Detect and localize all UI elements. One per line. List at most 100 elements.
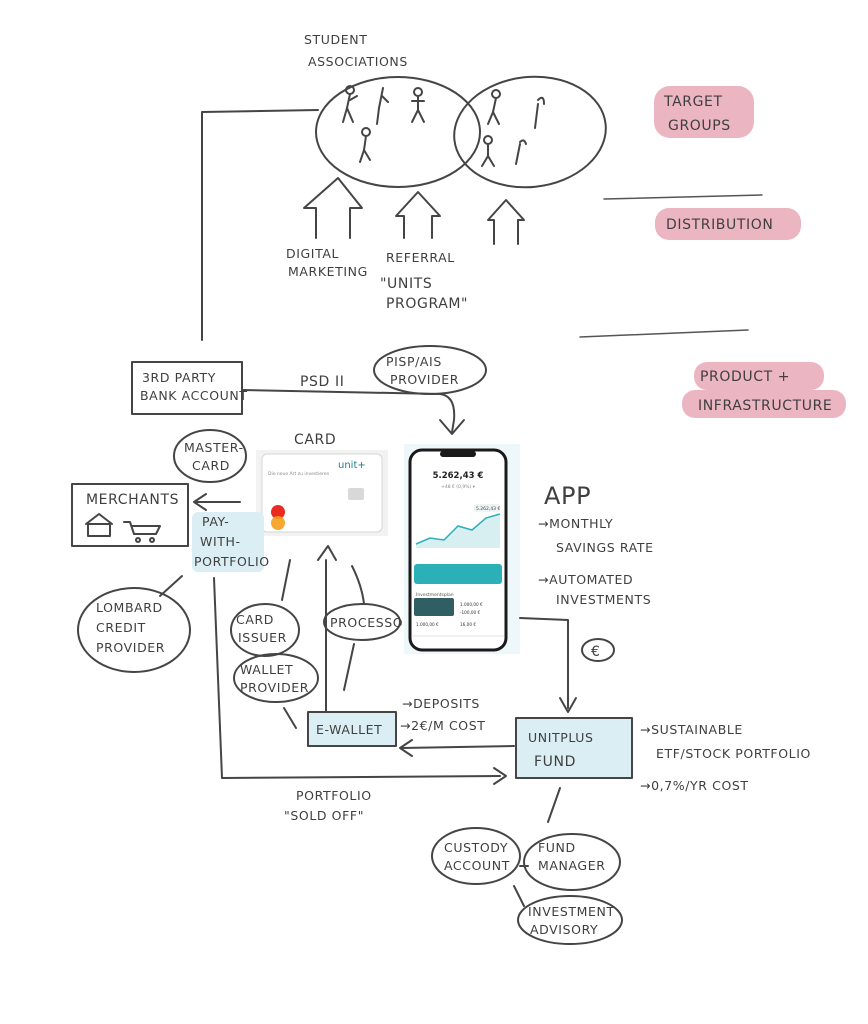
app-balance: 5.262,43 € bbox=[433, 471, 484, 481]
mastercard-node: MASTER- CARD bbox=[173, 429, 247, 483]
card-title: CARD bbox=[294, 432, 336, 448]
channel-referral-line2: "UNITS bbox=[380, 276, 432, 292]
lombard-line3: PROVIDER bbox=[96, 640, 165, 655]
connector-wallet-to-ewallet bbox=[283, 707, 297, 729]
app-note1: →MONTHLY bbox=[538, 516, 613, 531]
pisp-node: PISP/AIS PROVIDER bbox=[373, 345, 487, 395]
advisory-line2: ADVISORY bbox=[530, 922, 598, 937]
target-circle-right bbox=[453, 75, 607, 189]
app-tile-image bbox=[414, 598, 454, 616]
fund-node: UNITPLUS FUND bbox=[515, 717, 633, 779]
app-row4: 16,00 € bbox=[460, 622, 476, 627]
card-chip bbox=[348, 488, 364, 500]
pay-line2: WITH- bbox=[200, 534, 241, 549]
section-product-line1: PRODUCT + bbox=[700, 369, 790, 385]
euro-badge: € bbox=[581, 638, 615, 662]
sold-line1: PORTFOLIO bbox=[296, 788, 372, 803]
connector-processor-top bbox=[351, 565, 365, 605]
bank-line2: BANK ACCOUNT bbox=[140, 388, 248, 403]
euro-symbol: € bbox=[591, 644, 601, 660]
connector-bank-to-target bbox=[201, 109, 319, 341]
mastercard-line2: CARD bbox=[192, 458, 230, 473]
merchants-node: MERCHANTS bbox=[71, 483, 189, 547]
connector-fund-to-ewallet bbox=[401, 745, 515, 749]
processor-node: PROCESSOR bbox=[323, 603, 412, 641]
app-row2: -100,00 € bbox=[460, 610, 480, 615]
custody-node: CUSTODY ACCOUNT bbox=[431, 827, 521, 885]
app-promo-banner bbox=[414, 564, 502, 584]
card-image: unit+ Die neue Art zu investieren bbox=[256, 450, 388, 536]
pay-line1: PAY- bbox=[202, 514, 229, 529]
mastercard-line1: MASTER- bbox=[184, 440, 244, 455]
bank-account-node: 3RD PARTY BANK ACCOUNT bbox=[131, 361, 248, 415]
section-distribution-label: DISTRIBUTION bbox=[666, 217, 773, 233]
section-product-line2: INFRASTRUCTURE bbox=[698, 398, 832, 414]
manager-line1: FUND bbox=[538, 840, 576, 855]
manager-line2: MANAGER bbox=[538, 858, 606, 873]
target-label-line2: ASSOCIATIONS bbox=[308, 54, 408, 69]
card-issuer-line2: ISSUER bbox=[238, 630, 287, 645]
fund-line2: FUND bbox=[534, 754, 576, 770]
app-note2: SAVINGS RATE bbox=[556, 540, 654, 555]
app-title: APP bbox=[544, 482, 591, 510]
divider-1 bbox=[603, 194, 763, 200]
divider-2 bbox=[579, 329, 749, 338]
pay-line3: PORTFOLIO bbox=[194, 554, 270, 569]
wallet-provider-node: WALLET PROVIDER bbox=[233, 653, 319, 703]
connector-processor-bottom bbox=[343, 643, 355, 691]
target-label-line1: STUDENT bbox=[304, 32, 367, 47]
lombard-line2: CREDIT bbox=[96, 620, 146, 635]
advisory-line1: INVESTMENT bbox=[528, 904, 615, 919]
app-sub-balance: +48 € (0,9%) ▾ bbox=[441, 484, 476, 490]
ewallet-cost: →2€/M COST bbox=[400, 718, 486, 733]
distribution-labels: DIGITAL MARKETING REFERRAL "UNITS PROGRA… bbox=[286, 246, 468, 312]
fund-manager-node: FUND MANAGER bbox=[523, 833, 621, 891]
section-target-groups: TARGET GROUPS bbox=[654, 86, 754, 138]
custody-line1: CUSTODY bbox=[444, 840, 508, 855]
bank-line1: 3RD PARTY bbox=[142, 370, 216, 385]
app-row3: 1.000,00 € bbox=[416, 622, 439, 627]
lombard-line1: LOMBARD bbox=[96, 600, 163, 615]
pisp-line2: PROVIDER bbox=[390, 372, 459, 387]
channel-digital-line2: MARKETING bbox=[288, 264, 368, 279]
arrowhead-left-ewallet bbox=[399, 739, 413, 757]
card-tagline: Die neue Art zu investieren bbox=[268, 471, 330, 477]
section-target-groups-line2: GROUPS bbox=[668, 118, 731, 134]
card-issuer-line1: CARD bbox=[236, 612, 274, 627]
connector-lombard bbox=[159, 575, 183, 597]
channel-referral-line1: REFERRAL bbox=[386, 250, 455, 265]
lombard-node: LOMBARD CREDIT PROVIDER bbox=[77, 587, 191, 673]
wallet-provider-line2: PROVIDER bbox=[240, 680, 309, 695]
shop-icon bbox=[85, 513, 113, 537]
arrowhead-down-fund bbox=[559, 697, 577, 713]
arrowhead-up-card bbox=[317, 545, 337, 561]
arrowhead-left-merchants bbox=[193, 493, 207, 511]
connector-card-issuer bbox=[281, 559, 291, 601]
mastercard-logo-red bbox=[271, 505, 285, 519]
section-distribution: DISTRIBUTION bbox=[655, 208, 801, 240]
app-note4: INVESTMENTS bbox=[556, 592, 651, 607]
ewallet-node: E-WALLET bbox=[307, 711, 397, 747]
target-group-student-associations: STUDENT ASSOCIATIONS bbox=[304, 32, 607, 189]
sold-line2: "SOLD OFF" bbox=[284, 808, 364, 823]
app-screenshot: 5.262,43 € +48 € (0,9%) ▾ 5.262,43 € Inv… bbox=[404, 444, 520, 654]
psd-label: PSD II bbox=[300, 374, 344, 390]
connector-advisory bbox=[513, 885, 525, 907]
app-note3: →AUTOMATED bbox=[538, 572, 633, 587]
target-circle-left bbox=[315, 76, 481, 188]
app-chip-value: 5.262,43 € bbox=[476, 506, 500, 512]
custody-line2: ACCOUNT bbox=[444, 858, 510, 873]
section-product: PRODUCT + INFRASTRUCTURE bbox=[682, 362, 846, 418]
ewallet-deposits: →DEPOSITS bbox=[402, 696, 480, 711]
merchants-label: MERCHANTS bbox=[86, 492, 179, 508]
pay-with-portfolio: PAY- WITH- PORTFOLIO bbox=[192, 512, 270, 572]
connector-app-to-fund bbox=[519, 617, 569, 709]
connector-portfolio-to-fund bbox=[213, 577, 501, 779]
connector-fund-down bbox=[547, 787, 561, 823]
distribution-arrows bbox=[303, 177, 525, 245]
arrowhead-right-fund bbox=[493, 767, 507, 785]
app-chip bbox=[474, 504, 500, 512]
arrowhead-down-app bbox=[439, 419, 465, 435]
advisory-node: INVESTMENT ADVISORY bbox=[517, 895, 623, 945]
